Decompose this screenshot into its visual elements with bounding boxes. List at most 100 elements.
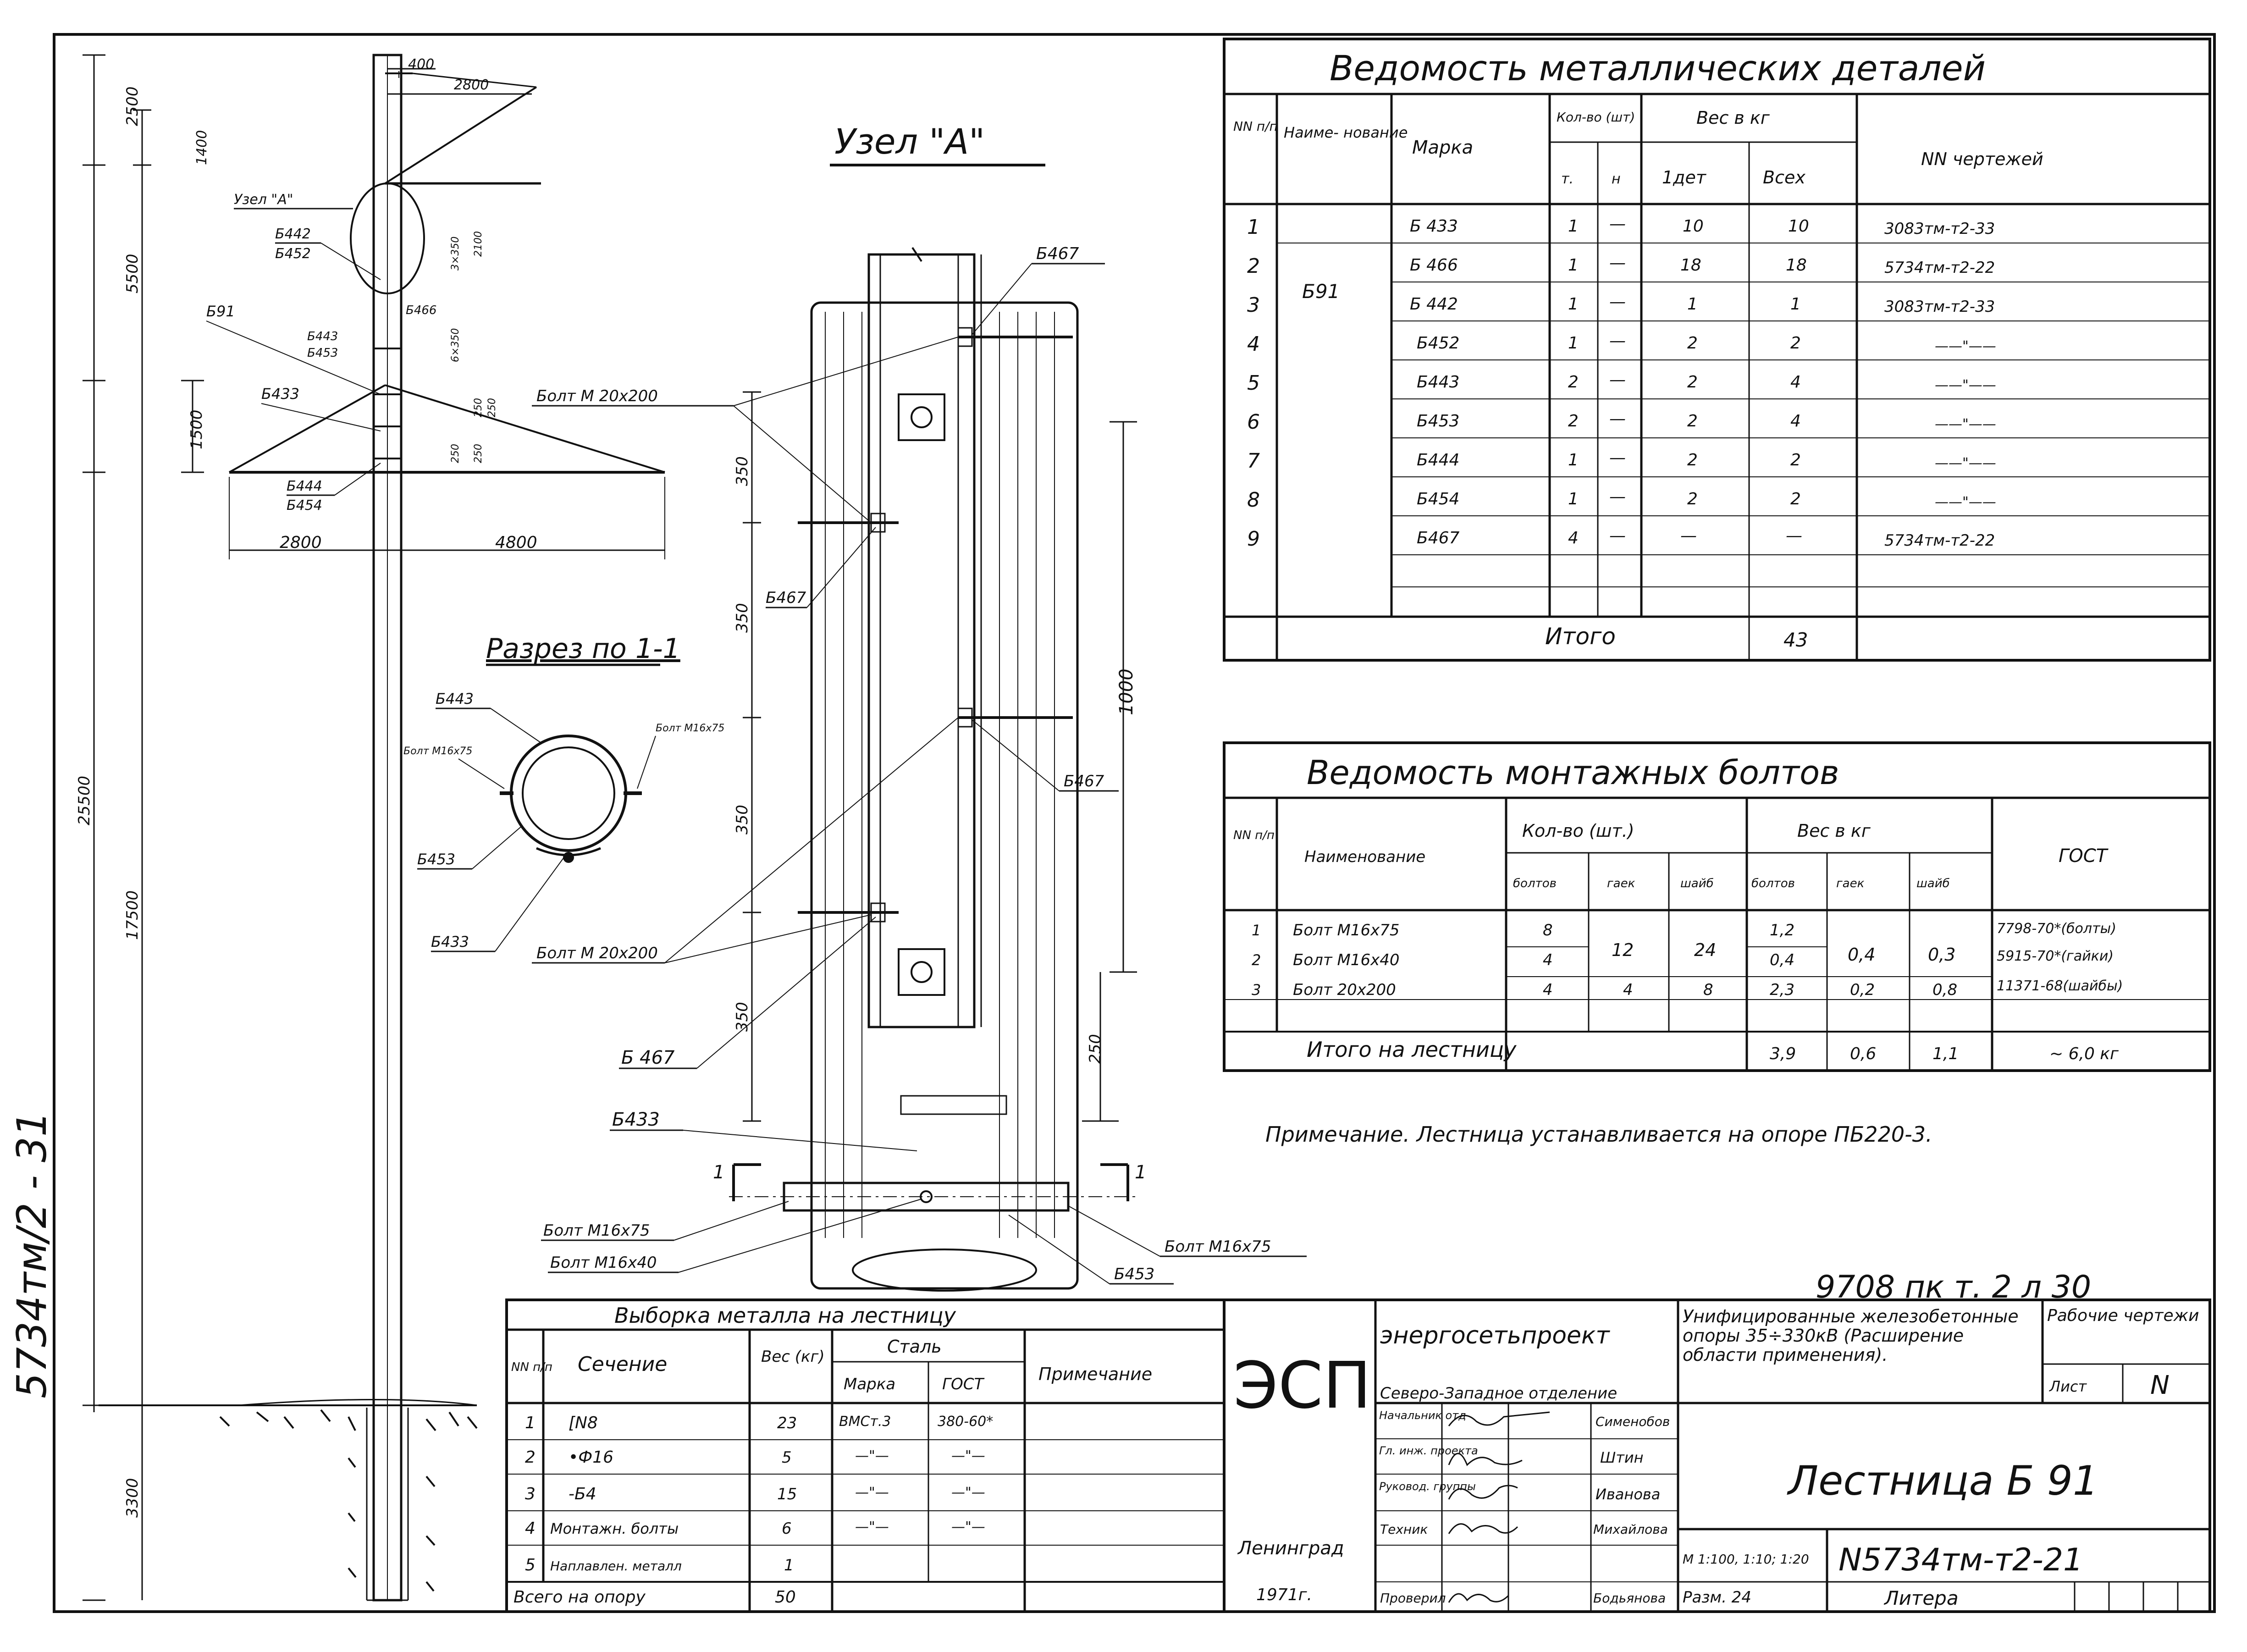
dim-5500: 5500 xyxy=(123,254,142,293)
sel-row-n: 1 xyxy=(525,1414,536,1432)
metal-row-dwg: ——"—— xyxy=(1935,416,1996,432)
sel-row-sec: •Ф16 xyxy=(569,1448,613,1467)
metal-table xyxy=(1223,38,2211,662)
bolts-total-w1: 3,9 xyxy=(1770,1044,1796,1063)
callout-b452: Б452 xyxy=(275,246,311,262)
node-dim-350-3: 350 xyxy=(733,805,751,834)
bolts-h-qty: Кол-во (шт.) xyxy=(1522,821,1634,841)
staff-name: Сименобов xyxy=(1596,1414,1670,1429)
small-dim-4: 250 xyxy=(473,398,484,417)
sel-h-note: Примечание xyxy=(1038,1364,1152,1384)
node-bolt-m16x75-right: Болт М16х75 xyxy=(1165,1238,1271,1256)
metal-row-wall: 10 xyxy=(1788,217,1809,236)
signature-3 xyxy=(1448,1485,1518,1500)
metal-h-wall: Всех xyxy=(1763,167,1805,188)
sel-row-w: 23 xyxy=(777,1414,797,1432)
sel-h-section: Сечение xyxy=(578,1353,667,1376)
metal-row-dwg: ——"—— xyxy=(1935,377,1996,393)
sel-row-gost: —"— xyxy=(951,1448,985,1464)
node-b467-top: Б467 xyxy=(1036,244,1079,263)
bolts-total-label: Итого на лестницу xyxy=(1307,1037,1517,1062)
sheet-value: N xyxy=(2150,1370,2170,1400)
signature-5 xyxy=(1448,1593,1509,1603)
sel-h-mark: Марка xyxy=(844,1375,895,1393)
metal-row-mark: Б467 xyxy=(1417,529,1460,547)
callout-b454: Б454 xyxy=(287,497,322,514)
bolts-h-name: Наименование xyxy=(1304,848,1425,866)
metal-row-n: 6 xyxy=(1247,410,1260,434)
metal-row-h: — xyxy=(1609,526,1626,545)
bolts-row-q1: 4 xyxy=(1543,951,1553,969)
sheet-label: Лист xyxy=(2049,1378,2087,1395)
metal-row-mark: Б 466 xyxy=(1410,256,1458,275)
metal-row-w1: 2 xyxy=(1687,412,1698,431)
metal-row-wall: 2 xyxy=(1790,451,1801,470)
metal-h-weight: Вес в кг xyxy=(1696,108,1770,128)
sel-row-w: 6 xyxy=(782,1519,792,1538)
metal-h-drawings: NN чертежей xyxy=(1921,149,2043,169)
metal-row-wall: 4 xyxy=(1790,373,1801,392)
dim-2800-top: 2800 xyxy=(454,77,489,93)
small-dim-2: 2100 xyxy=(473,231,484,257)
callout-b444: Б444 xyxy=(287,478,322,494)
small-dim-3: 6×350 xyxy=(450,328,461,362)
metal-h-mark: Марка xyxy=(1412,137,1473,158)
metal-row-mark: Б444 xyxy=(1417,451,1459,470)
dim-2800-arm: 2800 xyxy=(280,533,322,552)
node-b433: Б433 xyxy=(612,1109,660,1130)
metal-row-h: — xyxy=(1609,332,1626,350)
bolts-row-w3: 0,8 xyxy=(1932,981,1957,999)
bolts-row-gost: 11371-68(шайбы) xyxy=(1997,978,2123,994)
dim-3300: 3300 xyxy=(123,1478,142,1518)
node-bolt-m20-top: Болт М 20х200 xyxy=(536,387,658,405)
metal-row-dwg: 3083тм-т2-33 xyxy=(1884,220,1995,238)
bolts-h-w3: шайб xyxy=(1916,877,1950,890)
small-dim-1: 3×350 xyxy=(450,237,461,271)
metal-row-mark: Б453 xyxy=(1417,412,1459,431)
metal-row-t: 1 xyxy=(1568,451,1579,470)
sel-row-n: 3 xyxy=(525,1485,536,1503)
node-bolt-m20-bottom: Болт М 20х200 xyxy=(536,944,658,962)
callout-b443: Б443 xyxy=(307,330,338,343)
node-title: Узел "А" xyxy=(834,121,985,162)
node-a-detail: Узел "А" xyxy=(729,121,1137,1292)
bolts-row-name: Болт М16х75 xyxy=(1293,921,1399,939)
metal-row-dwg: ——"—— xyxy=(1935,455,1996,471)
bolts-row-n: 2 xyxy=(1252,951,1261,969)
bolts-row-q2: 4 xyxy=(1623,981,1633,999)
metal-group-name: Б91 xyxy=(1302,280,1340,303)
node-b467-bottom: Б 467 xyxy=(621,1047,675,1068)
metal-h-qty-t: т. xyxy=(1561,171,1573,187)
dim-1400: 1400 xyxy=(194,130,210,165)
metal-row-h: — xyxy=(1609,370,1626,389)
bolts-row-w1: 2,3 xyxy=(1770,981,1794,999)
metal-table-title: Ведомость металлических деталей xyxy=(1330,48,1986,88)
bolts-row-w2: 0,2 xyxy=(1850,981,1875,999)
staff-role: Начальник отд xyxy=(1379,1409,1466,1422)
node-dim-350-2: 350 xyxy=(733,603,751,633)
selection-table xyxy=(505,1298,1226,1613)
metal-h-qty-n: н xyxy=(1612,171,1621,187)
metal-row-mark: Б443 xyxy=(1417,373,1459,392)
section-bolt-right: Болт М16х75 xyxy=(656,723,724,734)
pole-elevation xyxy=(83,54,665,1602)
signature-4 xyxy=(1448,1523,1518,1534)
section-1-1: Разрез по 1-1 xyxy=(486,633,680,863)
signature-1 xyxy=(1448,1411,1550,1426)
sel-row-w: 15 xyxy=(777,1485,797,1503)
small-dim-7: 250 xyxy=(473,444,484,463)
node-bolt-m16x40: Болт М16х40 xyxy=(550,1254,657,1272)
sel-row-n: 2 xyxy=(525,1448,536,1467)
callout-b433: Б433 xyxy=(261,385,299,403)
metal-row-n: 7 xyxy=(1247,449,1260,473)
metal-h-nn: NN п/п xyxy=(1233,119,1278,134)
metal-row-wall: 2 xyxy=(1790,334,1801,353)
section-bolt-left: Болт М16х75 xyxy=(403,746,472,757)
callout-b91: Б91 xyxy=(206,303,235,320)
node-b467-mid: Б467 xyxy=(766,589,806,607)
sel-h-weight: Вес (кг) xyxy=(761,1348,825,1366)
callout-node-a: Узел "А" xyxy=(234,192,293,208)
metal-total-label: Итого xyxy=(1545,623,1616,650)
metal-row-n: 3 xyxy=(1247,293,1260,317)
